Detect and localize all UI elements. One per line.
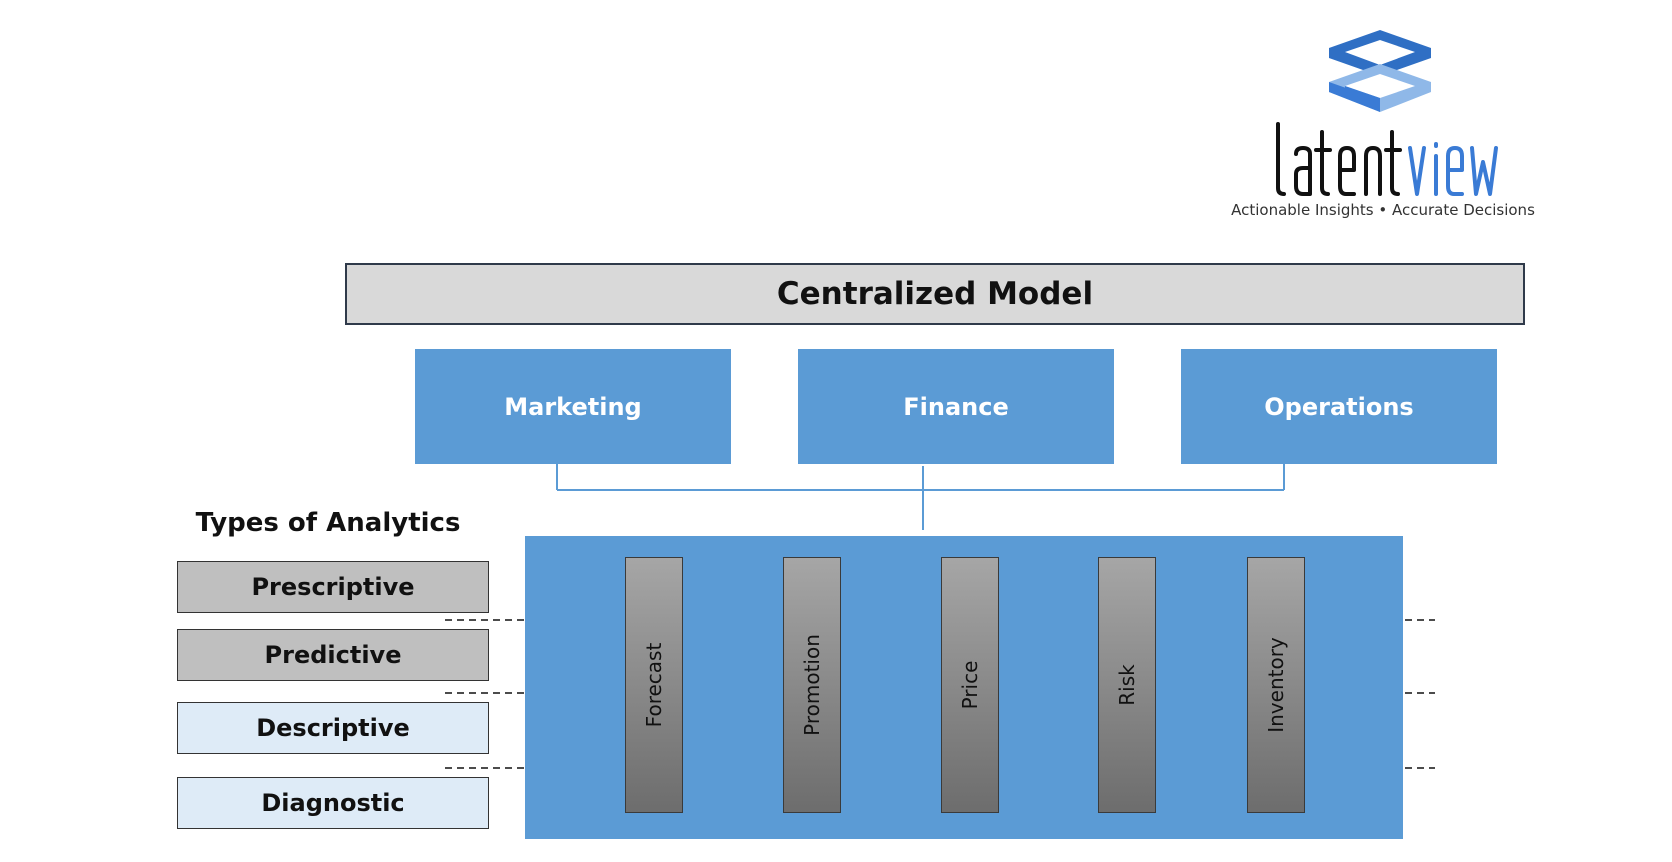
- logo-mark-icon: [1325, 28, 1435, 114]
- dept-operations-box: Operations: [1181, 349, 1497, 464]
- function-label-promotion: Promotion: [800, 634, 824, 736]
- function-label-price: Price: [958, 660, 982, 710]
- function-label-forecast: Forecast: [642, 642, 666, 728]
- analytics-type-predictive: Predictive: [177, 629, 489, 681]
- types-of-analytics-title: Types of Analytics: [195, 508, 461, 538]
- function-bar-inventory: Inventory: [1247, 557, 1305, 813]
- function-bar-risk: Risk: [1098, 557, 1156, 813]
- function-bar-promotion: Promotion: [783, 557, 841, 813]
- dept-finance-box: Finance: [798, 349, 1114, 464]
- function-label-inventory: Inventory: [1264, 637, 1288, 733]
- logo-wordmark: latentview: [1270, 122, 1502, 198]
- logo-tagline: Actionable Insights • Accurate Decisions: [1231, 201, 1535, 219]
- function-bar-price: Price: [941, 557, 999, 813]
- function-bar-forecast: Forecast: [625, 557, 683, 813]
- dept-marketing-box: Marketing: [415, 349, 731, 464]
- analytics-type-prescriptive: Prescriptive: [177, 561, 489, 613]
- analytics-type-diagnostic: Diagnostic: [177, 777, 489, 829]
- analytics-type-descriptive: Descriptive: [177, 702, 489, 754]
- centralized-model-box: Centralized Model: [345, 263, 1525, 325]
- function-label-risk: Risk: [1115, 664, 1139, 706]
